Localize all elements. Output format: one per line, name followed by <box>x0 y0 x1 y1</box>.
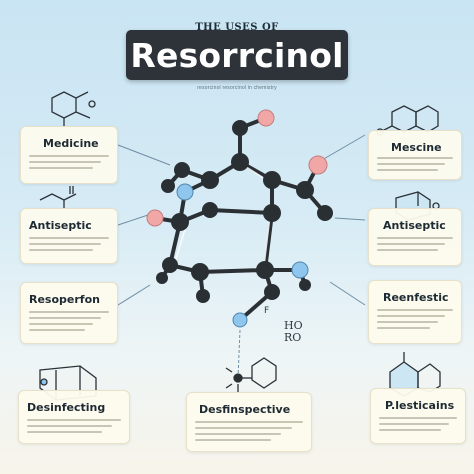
card-desfinspective[interactable]: Desfinspective <box>186 392 312 452</box>
title-subline: resorcinol resorcinol in chemistry <box>197 85 277 91</box>
arrow-resoperfon <box>117 284 151 306</box>
card-plesticains[interactable]: P.lesticains <box>370 388 466 444</box>
arrow-desfinspective <box>237 329 241 379</box>
card-text-lines <box>377 309 453 333</box>
structure-icon-desfinspective <box>225 357 277 392</box>
card-label-antiseptic-left: Antiseptic <box>29 219 92 232</box>
arrow-antiseptic-right <box>334 217 366 221</box>
molecule-bond-highlights <box>174 164 271 267</box>
header: THE USES OF Resorrcinol resorcinol resor… <box>0 0 474 91</box>
card-text-lines <box>29 311 109 335</box>
card-label-desfinspective: Desfinspective <box>199 403 291 416</box>
card-text-lines <box>377 237 453 255</box>
card-antiseptic-right[interactable]: Antiseptic <box>368 208 462 266</box>
card-label-reenfestic: Reenfestic <box>383 291 449 304</box>
page-title: Resorrcinol <box>130 35 344 75</box>
arrow-medicine <box>117 144 171 166</box>
molecule-atoms <box>146 109 333 328</box>
card-text-lines <box>29 155 109 173</box>
structure-icon-medicine <box>51 91 96 128</box>
ro-label: RO <box>284 331 302 344</box>
card-text-lines <box>195 421 303 445</box>
card-mescine[interactable]: Mescine <box>368 130 462 180</box>
card-text-lines <box>377 157 453 175</box>
card-text-lines <box>29 237 109 255</box>
title-kicker: THE USES OF <box>195 22 279 33</box>
hydroxyl-label: HO RO <box>284 320 303 344</box>
card-label-medicine: Medicine <box>43 137 99 150</box>
card-text-lines <box>379 417 457 435</box>
card-label-resoperfon: Resoperfon <box>29 293 100 306</box>
card-antiseptic-left[interactable]: Antiseptic <box>20 208 118 264</box>
card-label-plesticains: P.lesticains <box>385 399 455 412</box>
card-resoperfon[interactable]: Resoperfon <box>20 282 118 344</box>
card-medicine[interactable]: Medicine <box>20 126 118 184</box>
structure-icon-antiseptic-left <box>39 186 77 208</box>
card-label-antiseptic-right: Antiseptic <box>383 219 446 232</box>
arrow-antiseptic-left <box>117 214 149 226</box>
arrow-mescine <box>321 134 366 161</box>
card-desinfecting[interactable]: Desinfecting <box>18 390 130 444</box>
card-reenfestic[interactable]: Reenfestic <box>368 280 462 344</box>
card-label-desinfecting: Desinfecting <box>27 401 106 414</box>
title-banner: Resorrcinol <box>126 30 348 80</box>
connector-arrows <box>117 134 366 379</box>
ho-label: HO <box>284 319 303 332</box>
card-label-mescine: Mescine <box>391 141 442 154</box>
arrow-reenfestic <box>329 281 366 306</box>
molecule-annotation: F <box>264 306 270 316</box>
card-text-lines <box>27 419 121 437</box>
